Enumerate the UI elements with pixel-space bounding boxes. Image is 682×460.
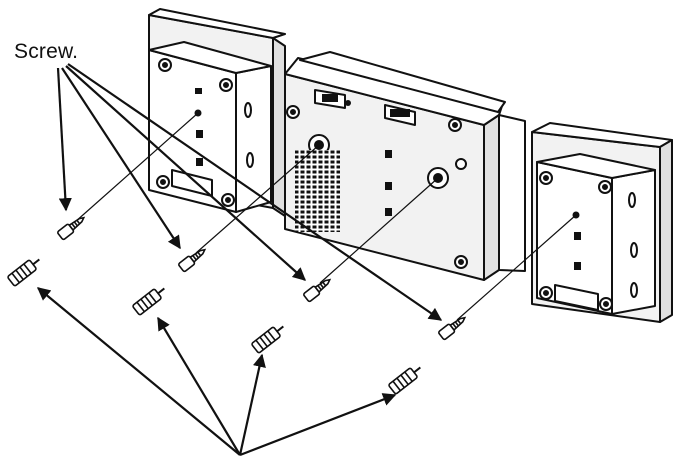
standoff-4 — [388, 366, 421, 395]
center-unit — [284, 51, 526, 281]
standoff-2 — [132, 287, 165, 316]
standoff-1 — [7, 258, 40, 287]
right-mounting-bracket — [531, 122, 673, 323]
left-mounting-bracket — [148, 8, 286, 217]
standoff-3 — [251, 325, 284, 354]
screw-4 — [438, 316, 467, 341]
screw-2 — [178, 248, 207, 273]
screw-label-arrows — [56, 63, 443, 321]
screw-label: Screw. — [14, 40, 79, 63]
screw-3 — [303, 278, 332, 303]
standoff-arrows — [36, 287, 397, 457]
screw-1 — [57, 216, 86, 241]
alignment-lines — [74, 112, 577, 321]
